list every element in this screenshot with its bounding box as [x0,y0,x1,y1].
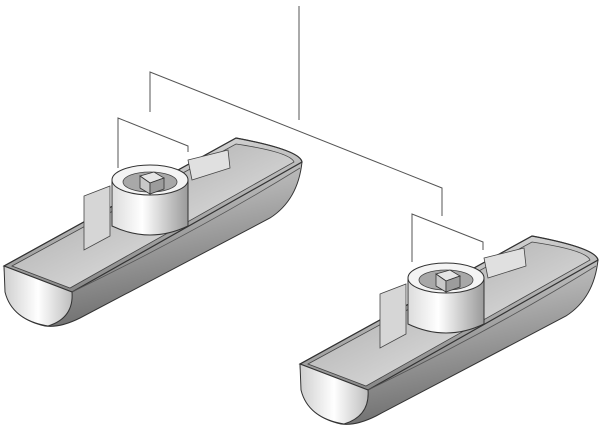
left-bracket-line [117,117,189,168]
right-knob-part [299,235,599,425]
assembly-tree-lines [117,6,484,262]
right-bracket-line [411,213,484,262]
left-knob-part [3,137,303,327]
branch-line [149,71,443,216]
